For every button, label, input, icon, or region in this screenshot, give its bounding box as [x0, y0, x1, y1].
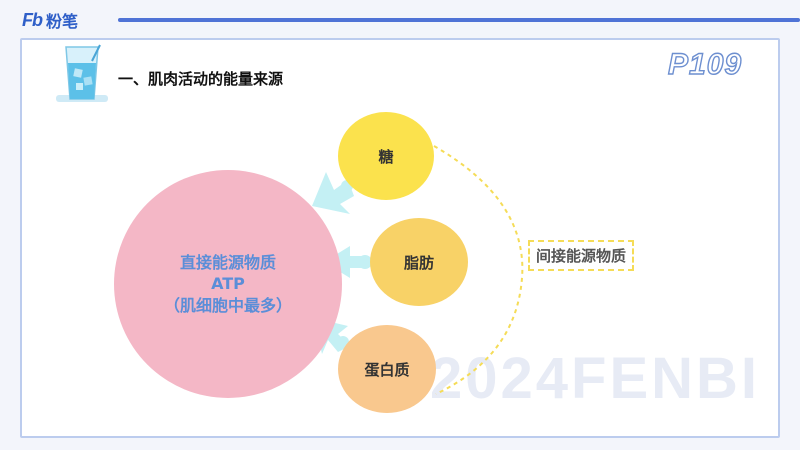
source-sugar: 糖	[338, 112, 434, 200]
atp-line-1: 直接能源物质	[179, 252, 276, 272]
header-rule	[118, 18, 800, 22]
water-glass-icon	[56, 44, 108, 102]
source-fat: 脂肪	[370, 218, 468, 306]
arrow-icon	[324, 246, 372, 278]
indirect-energy-label: 间接能源物质	[528, 240, 635, 271]
bracket	[433, 145, 524, 395]
watermark: 2024FENBI	[430, 346, 761, 411]
atp-line-2: ATP	[211, 274, 245, 294]
atp-line-3: （肌细胞中最多）	[163, 295, 292, 315]
atp-circle: 直接能源物质 ATP （肌细胞中最多）	[114, 170, 342, 398]
brand-mark: Fb	[22, 9, 43, 30]
brand-logo: Fb 粉笔	[22, 8, 78, 32]
page-number: P109	[667, 47, 743, 81]
source-protein: 蛋白质	[338, 325, 436, 413]
brand-name: 粉笔	[46, 12, 79, 31]
section-title: 一、肌肉活动的能量来源	[118, 70, 284, 88]
